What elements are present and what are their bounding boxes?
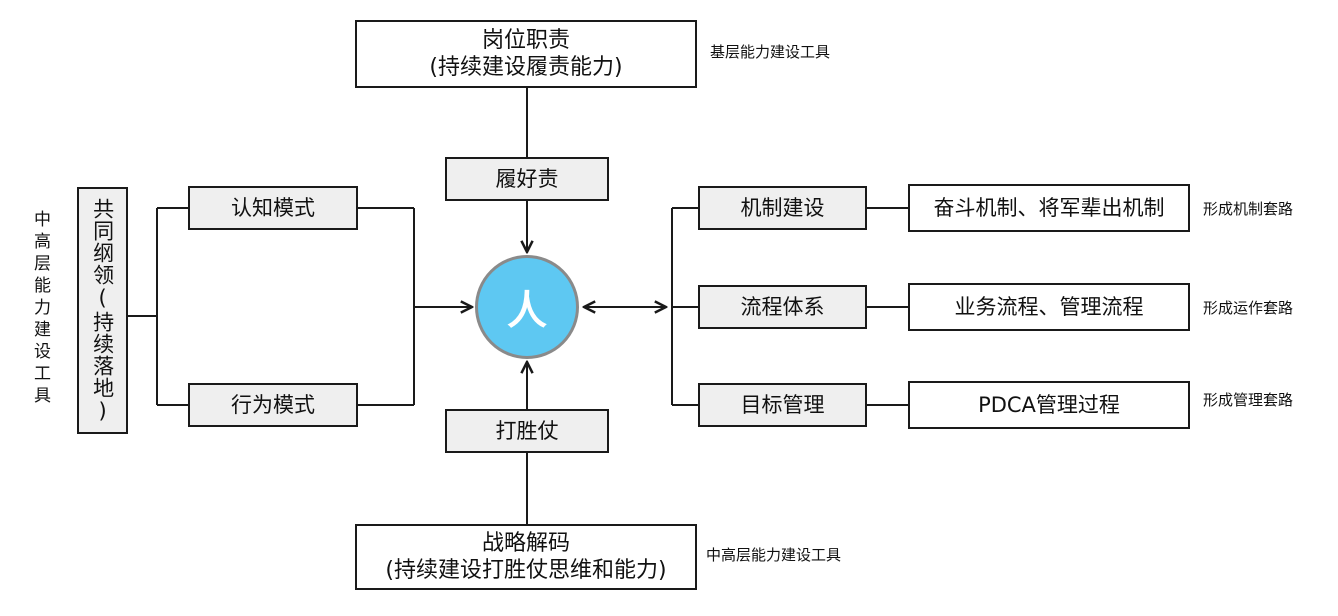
person-circle: 人 [475,255,579,359]
behavior-mode-label: 行为模式 [231,392,315,417]
mechanism-building-label: 机制建设 [740,195,825,220]
behavior-mode-box: 行为模式 [188,383,358,427]
mechanism-note: 形成机制套路 [1203,200,1294,218]
common-program-label: 共同纲领(持续落地) [90,197,115,424]
mechanism-building-box: 机制建设 [698,186,867,230]
person-label: 人 [507,288,547,334]
goal-note: 形成管理套路 [1203,391,1294,409]
mechanism-detail-box: 奋斗机制、将军辈出机制 [908,184,1190,232]
job-responsibility-title: 岗位职责 [481,27,570,53]
process-system-box: 流程体系 [698,285,867,329]
bottom-note: 中高层能力建设工具 [706,546,842,564]
top-note: 基层能力建设工具 [710,43,831,61]
process-detail-box: 业务流程、管理流程 [908,283,1190,331]
goal-detail-box: PDCA管理过程 [908,381,1190,429]
win-battle-label: 打胜仗 [495,418,559,443]
process-detail-label: 业务流程、管理流程 [954,294,1144,319]
goal-management-label: 目标管理 [740,392,825,417]
common-program-box: 共同纲领(持续落地) [77,187,128,434]
fulfill-duty-label: 履好责 [495,166,559,191]
process-system-label: 流程体系 [740,294,825,319]
goal-management-box: 目标管理 [698,383,867,427]
strategy-decoding-box: 战略解码 (持续建设打胜仗思维和能力) [355,524,697,590]
process-note: 形成运作套路 [1203,299,1294,317]
job-responsibility-subtitle: (持续建设履责能力) [429,55,623,80]
cognitive-mode-box: 认知模式 [188,186,358,230]
mechanism-detail-label: 奋斗机制、将军辈出机制 [933,195,1165,220]
goal-detail-label: PDCA管理过程 [978,392,1120,417]
left-outer-note: 中高层能力建设工具 [30,210,50,408]
fulfill-duty-box: 履好责 [445,157,609,201]
strategy-decoding-title: 战略解码 [481,530,570,556]
win-battle-box: 打胜仗 [445,409,609,453]
strategy-decoding-subtitle: (持续建设打胜仗思维和能力) [385,558,667,583]
cognitive-mode-label: 认知模式 [231,195,315,220]
job-responsibility-box: 岗位职责 (持续建设履责能力) [355,20,697,88]
